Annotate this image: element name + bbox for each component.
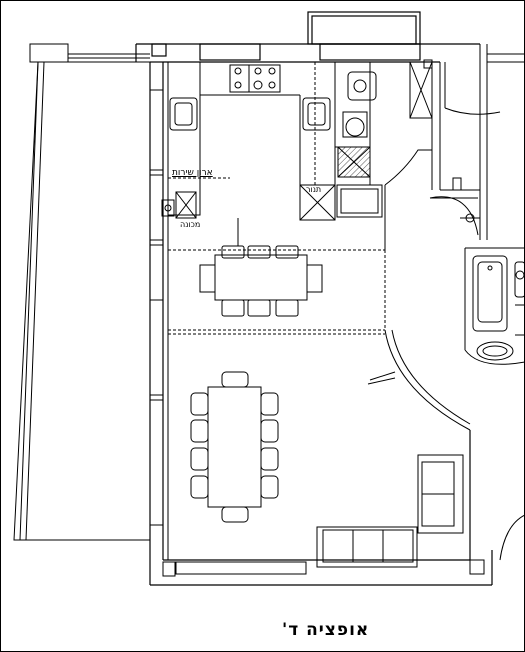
stove (229, 64, 281, 93)
bathtub (472, 255, 508, 332)
oven-label: תנור (306, 185, 322, 194)
entrance-door (444, 53, 525, 115)
dining-table-small (199, 218, 323, 317)
sink-right (302, 97, 331, 131)
bathroom (464, 247, 525, 365)
boiler (175, 191, 197, 219)
laundry-area (334, 61, 383, 218)
bathroom-door (429, 177, 480, 236)
washbasin (476, 341, 514, 361)
wardrobe-label: ארון שירות (172, 168, 213, 178)
door-arc-right (499, 514, 525, 561)
sofa-bottom (316, 526, 418, 568)
boiler-label: מכונה (180, 220, 201, 229)
corridor (384, 44, 488, 250)
partitions (168, 62, 386, 335)
sink-left (169, 97, 198, 131)
dining-table-large (190, 371, 279, 523)
kitchen (161, 62, 336, 250)
left-windows (149, 89, 164, 526)
window-bottom (175, 561, 307, 575)
sofa-right (417, 454, 464, 534)
option-caption: אופציה ד' (282, 620, 370, 640)
balcony (13, 43, 151, 541)
curved-wall (367, 329, 471, 431)
